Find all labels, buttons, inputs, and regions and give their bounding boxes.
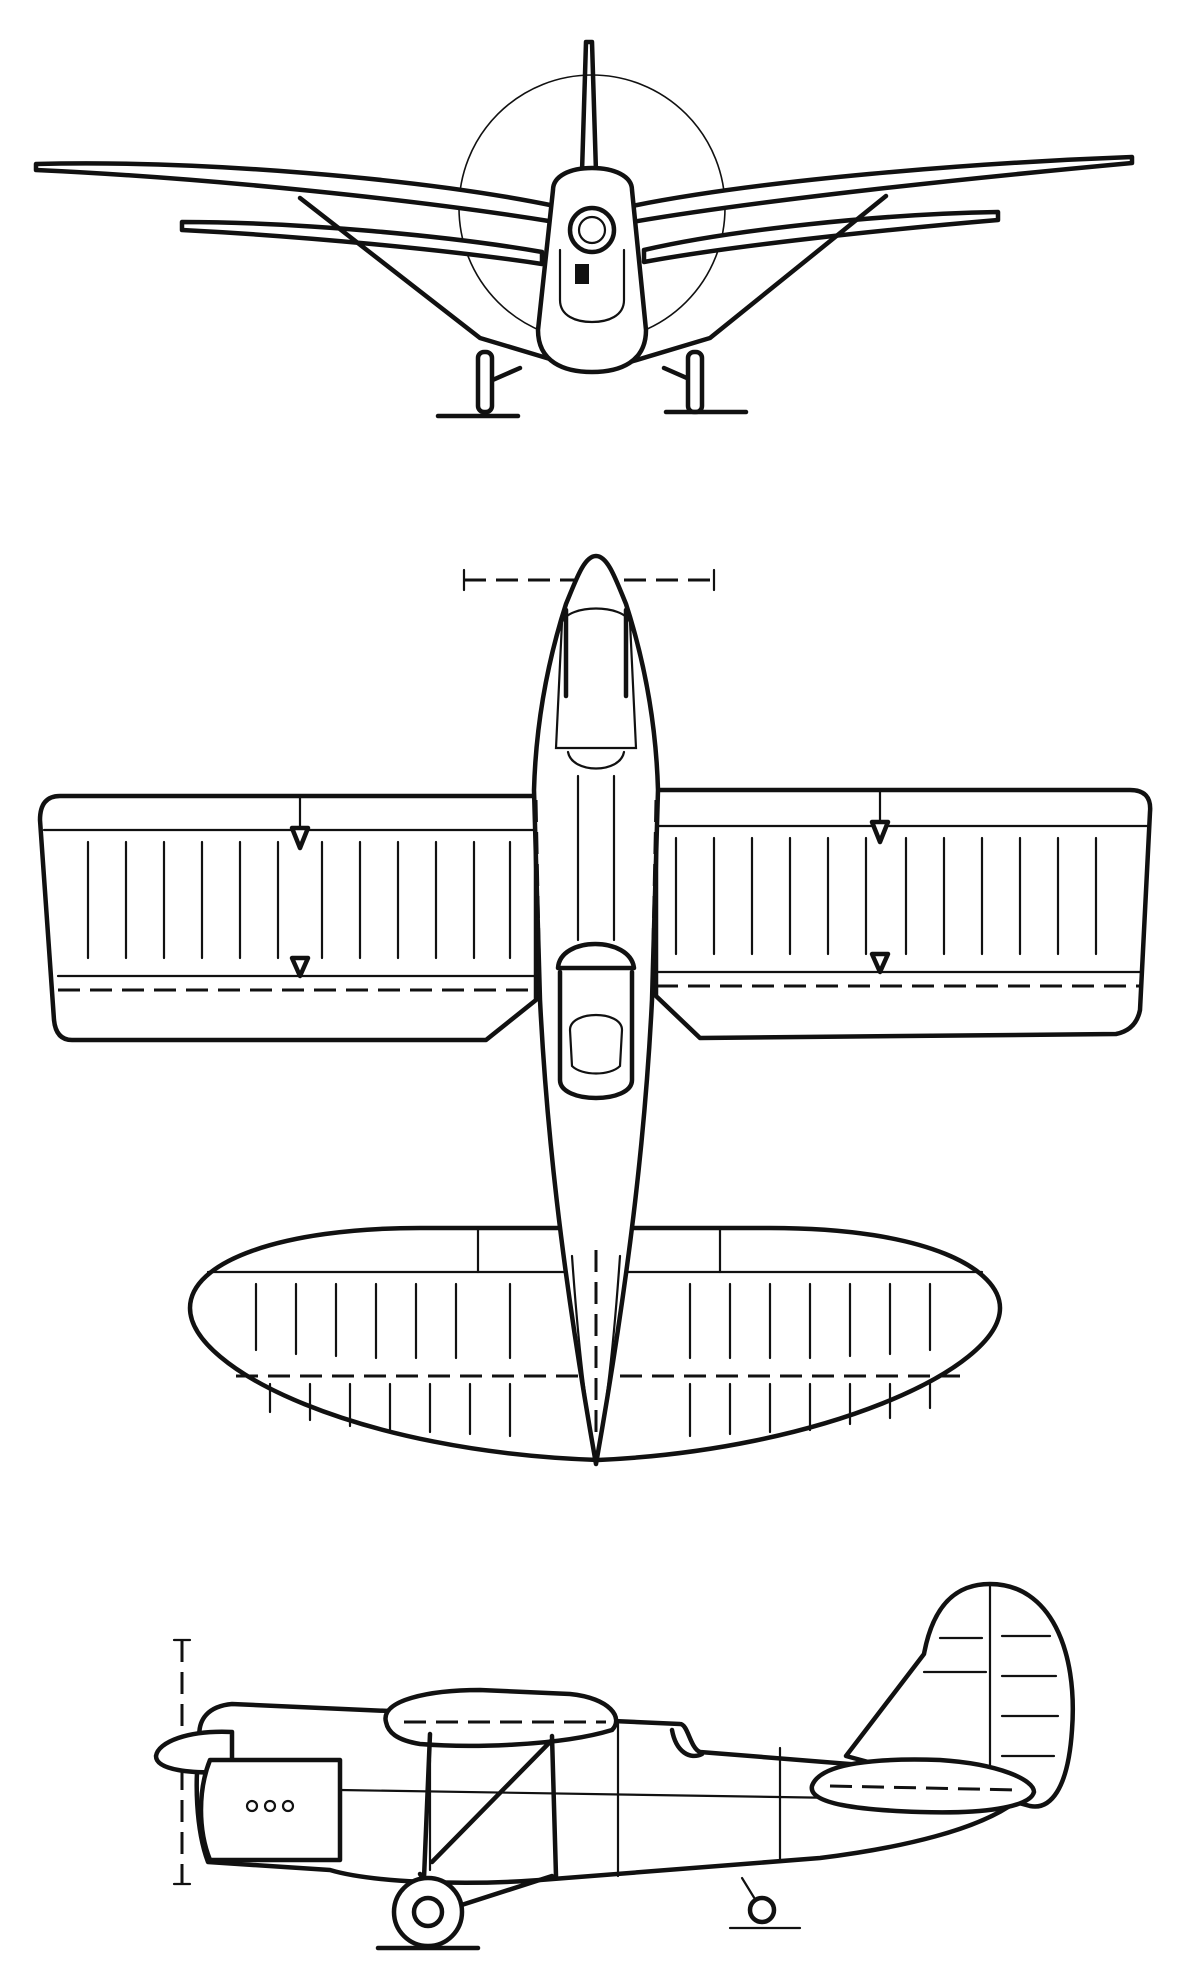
top-front-cockpit — [566, 750, 626, 770]
side-view — [153, 1581, 1075, 1951]
side-strut-front — [421, 1731, 433, 1881]
front-intake — [575, 264, 589, 284]
front-upper-wing-right — [629, 154, 1135, 225]
side-exhaust-3 — [281, 1799, 295, 1813]
top-rear-seat — [568, 1013, 624, 1075]
top-view — [37, 553, 1153, 1467]
side-cockpit — [669, 1727, 705, 1759]
top-fuselage-dash-right — [650, 799, 658, 997]
top-fin-left — [570, 1254, 598, 1462]
front-fuselage — [535, 165, 649, 375]
top-strut-mark-4 — [869, 951, 891, 975]
side-fuselage-stringer — [338, 1788, 842, 1800]
side-exhaust-2 — [263, 1799, 277, 1813]
top-strut-mark-3 — [869, 819, 891, 845]
front-wheel-left — [475, 349, 495, 415]
top-rear-cockpit-rim — [555, 941, 637, 971]
side-fin-rudder — [843, 1581, 1075, 1809]
top-strut-mark-2 — [289, 955, 311, 979]
side-strut-rear — [549, 1733, 559, 1879]
front-view — [33, 39, 1135, 419]
front-upper-wing — [33, 161, 558, 225]
top-strut-mark-1 — [289, 825, 311, 851]
front-spinner — [567, 205, 617, 255]
front-strut-right — [627, 193, 889, 365]
top-tailplane-ribs — [254, 1282, 932, 1438]
side-tailplane — [809, 1757, 1037, 1815]
side-exhaust-1 — [245, 1799, 259, 1813]
top-wing-left — [37, 793, 539, 1043]
top-rear-cockpit — [557, 969, 635, 1101]
top-wing-right-ribs — [674, 836, 1098, 956]
side-main-wheel-hub — [411, 1895, 445, 1929]
side-rudder-ribs — [938, 1634, 1060, 1758]
top-fin-right — [594, 1254, 622, 1462]
side-strut-diagonal — [429, 1737, 555, 1865]
front-lower-wing-right — [641, 209, 1001, 265]
front-wheel-right — [685, 349, 705, 415]
top-wing-right — [653, 787, 1153, 1041]
front-cowl-inner — [558, 248, 626, 324]
top-fuselage-dash-left — [534, 799, 542, 997]
top-wing-left-ribs — [86, 840, 512, 960]
top-engine-cowl — [554, 607, 638, 750]
front-fin — [579, 39, 599, 175]
top-fuselage — [531, 553, 661, 1467]
side-upper-wing — [383, 1687, 619, 1749]
front-spinner-hub — [577, 215, 607, 245]
side-main-wheel — [391, 1875, 465, 1949]
front-strut-left — [297, 195, 563, 365]
front-lower-wing-left — [179, 219, 545, 267]
side-tail-wheel — [747, 1895, 777, 1925]
